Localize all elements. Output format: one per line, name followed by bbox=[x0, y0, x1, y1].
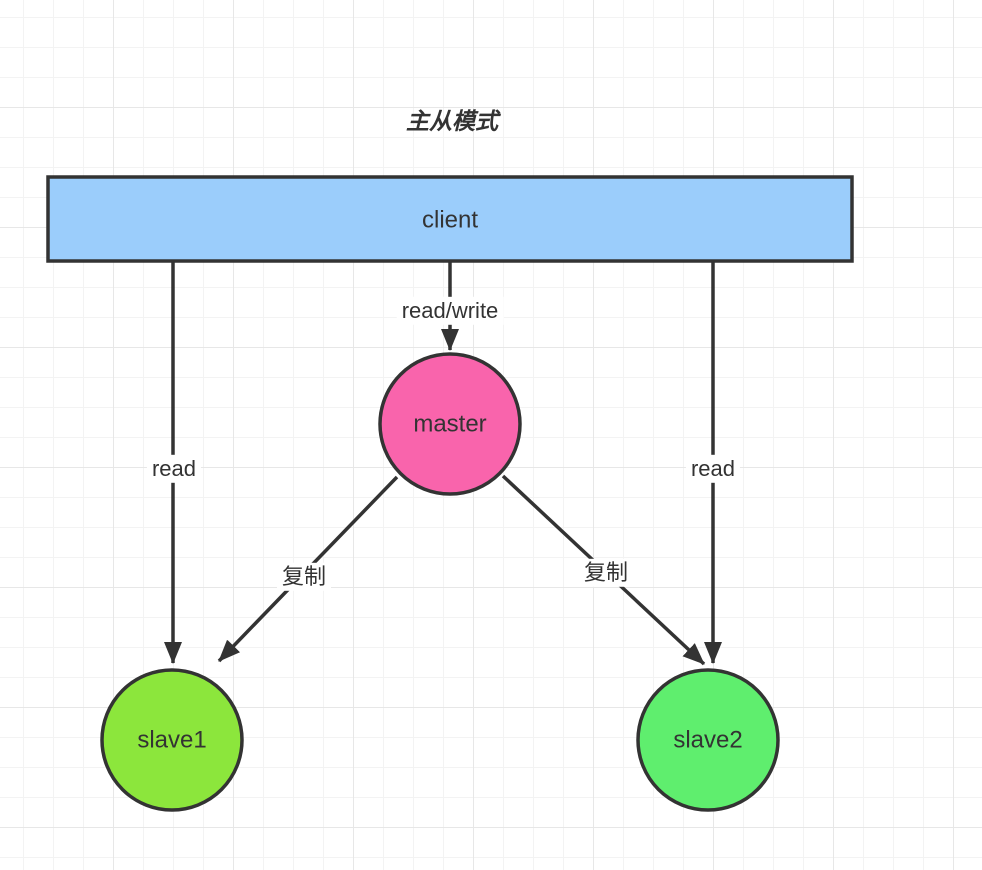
node-slave2[interactable] bbox=[636, 668, 780, 812]
node-client[interactable] bbox=[46, 175, 854, 263]
diagram-title: 主从模式 bbox=[406, 108, 498, 135]
node-client-label: client bbox=[421, 206, 479, 234]
edge-label-replicate-left: 复制 bbox=[276, 562, 332, 592]
edge-label-read-write: read/write bbox=[396, 296, 504, 326]
node-slave1-label: slave1 bbox=[137, 726, 207, 754]
edge-label-replicate-right: 复制 bbox=[578, 558, 634, 588]
node-slave1[interactable] bbox=[100, 668, 244, 812]
node-master-label: master bbox=[413, 410, 487, 438]
edge-label-read-right: read bbox=[685, 454, 741, 484]
edge-label-read-left: read bbox=[146, 454, 202, 484]
node-slave2-label: slave2 bbox=[673, 726, 743, 754]
node-master[interactable] bbox=[378, 352, 522, 496]
